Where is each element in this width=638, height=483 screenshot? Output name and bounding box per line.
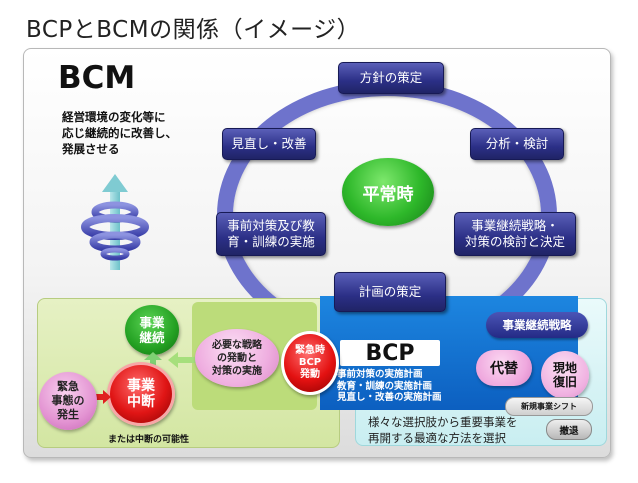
bcp-plan-list: 事前対策の実施計画 教育・訓練の実施計画 見直し・改善の実施計画 <box>337 369 442 403</box>
page-title: BCPとBCMの関係（イメージ） <box>26 17 361 43</box>
business-interrupt-circle: 事業 中断 <box>107 362 175 426</box>
normal-time-circle: 平常時 <box>342 158 434 226</box>
bcm-label: BCM <box>58 60 136 96</box>
step-plan: 計画の策定 <box>334 272 446 312</box>
options-description: 様々な選択肢から重要事業を 再開する最適な方法を選択 <box>368 415 518 445</box>
strategy-action-circle: 必要な戦略 の発動と 対策の実施 <box>195 329 279 387</box>
left-arrow-icon <box>168 352 196 368</box>
step-policy: 方針の策定 <box>338 62 444 94</box>
interrupt-possibility-note: または中断の可能性 <box>108 435 190 445</box>
substitute-option: 代替 <box>476 350 532 386</box>
emergency-event-circle: 緊急 事態の 発生 <box>39 372 97 430</box>
new-business-shift-option: 新規事業シフト <box>505 397 593 416</box>
step-strategy: 事業継続戦略・ 対策の検討と決定 <box>454 212 576 256</box>
right-arrow-icon <box>95 390 111 404</box>
business-continue-circle: 事業 継続 <box>125 305 179 355</box>
step-implementation: 事前対策及び教 育・訓練の実施 <box>216 212 326 256</box>
onsite-restore-option: 現地 復旧 <box>541 351 589 399</box>
withdraw-option: 撤退 <box>546 419 592 440</box>
step-review: 見直し・改善 <box>222 128 316 160</box>
step-analysis: 分析・検討 <box>470 128 564 160</box>
bcp-title: BCP <box>340 340 440 366</box>
spiral-arrow-icon <box>81 174 149 270</box>
bcp-activate-circle: 緊急時 BCP 発動 <box>281 331 339 395</box>
business-strategy-badge: 事業継続戦略 <box>486 312 588 338</box>
bcm-description: 経営環境の変化等に 応じ継続的に改善し、 発展させる <box>62 110 177 156</box>
up-arrow-icon <box>144 352 162 366</box>
